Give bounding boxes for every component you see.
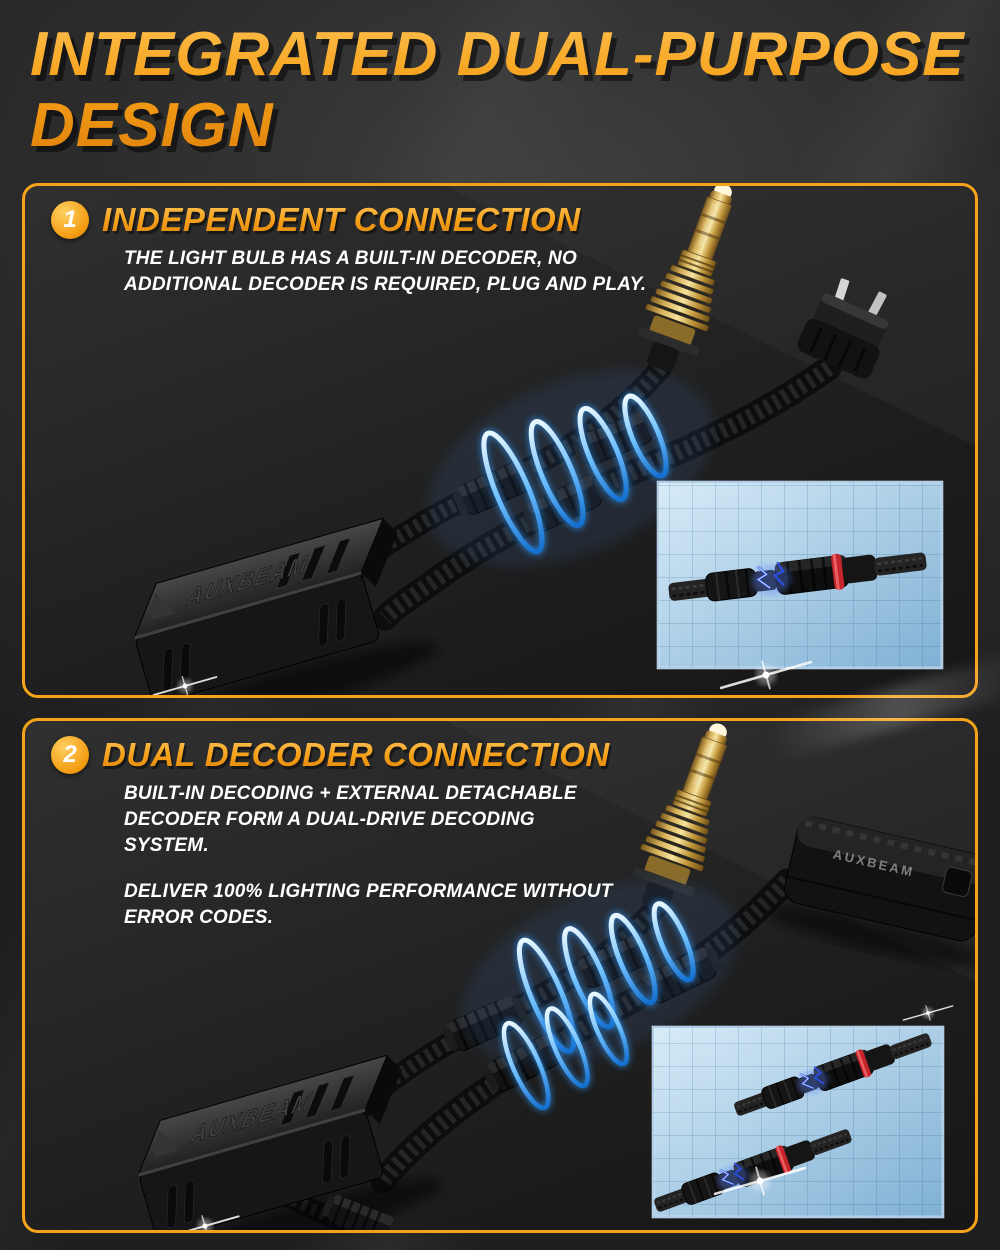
panel1-copy: THE LIGHT BULB HAS A BUILT-IN DECODER, N… bbox=[124, 246, 669, 318]
page-title: INTEGRATED DUAL-PURPOSE DESIGN bbox=[0, 0, 1000, 161]
connector-detail-inset bbox=[656, 481, 944, 670]
energy-rings-upper bbox=[462, 880, 738, 1067]
brand-emblem bbox=[154, 1129, 180, 1158]
panel1-illustration: AUXBEAM bbox=[130, 186, 944, 696]
external-decoder: AUXBEAM bbox=[766, 817, 975, 966]
step-number: 1 bbox=[63, 206, 77, 234]
step-badge-2: 2 bbox=[51, 736, 89, 775]
energy-rings bbox=[427, 370, 713, 567]
brand-emblem bbox=[150, 592, 176, 621]
decoder-box: AUXBEAM bbox=[134, 1054, 443, 1231]
decoder-vents bbox=[162, 598, 347, 692]
section-heading: INDEPENDENT CONNECTION bbox=[102, 201, 581, 239]
title-line-2: DESIGN bbox=[30, 90, 274, 160]
decoder-vents bbox=[166, 1135, 351, 1229]
panel2-illustration: AUXBEAM bbox=[134, 723, 975, 1231]
h4-plug bbox=[797, 278, 889, 379]
panel2-header: 2 DUAL DECODER CONNECTION bbox=[51, 736, 610, 775]
energy-rings-lower bbox=[499, 990, 631, 1113]
title-line-1: INTEGRATED DUAL-PURPOSE bbox=[30, 20, 965, 89]
step-badge-1: 1 bbox=[51, 201, 89, 240]
panel1-header: 1 INDEPENDENT CONNECTION bbox=[51, 201, 581, 240]
decoder-box: AUXBEAM bbox=[130, 517, 439, 696]
section-heading: DUAL DECODER CONNECTION bbox=[102, 736, 610, 774]
section-independent-connection: AUXBEAM 1 INDEPENDENT bbox=[22, 183, 978, 699]
section-paragraph: BUILT-IN DECODING + EXTERNAL DETACHABLE … bbox=[124, 783, 577, 856]
step-number: 2 bbox=[63, 741, 77, 769]
panel2-copy: BUILT-IN DECODING + EXTERNAL DETACHABLE … bbox=[124, 781, 624, 951]
connector-detail-inset bbox=[651, 1026, 945, 1220]
led-bulb bbox=[637, 186, 733, 373]
section-dual-decoder-connection: AUXBEAM bbox=[22, 718, 978, 1234]
lens-flare bbox=[902, 1005, 953, 1021]
section-paragraph: DELIVER 100% LIGHTING PERFORMANCE WITHOU… bbox=[124, 881, 613, 928]
section-paragraph: THE LIGHT BULB HAS A BUILT-IN DECODER, N… bbox=[124, 248, 647, 295]
